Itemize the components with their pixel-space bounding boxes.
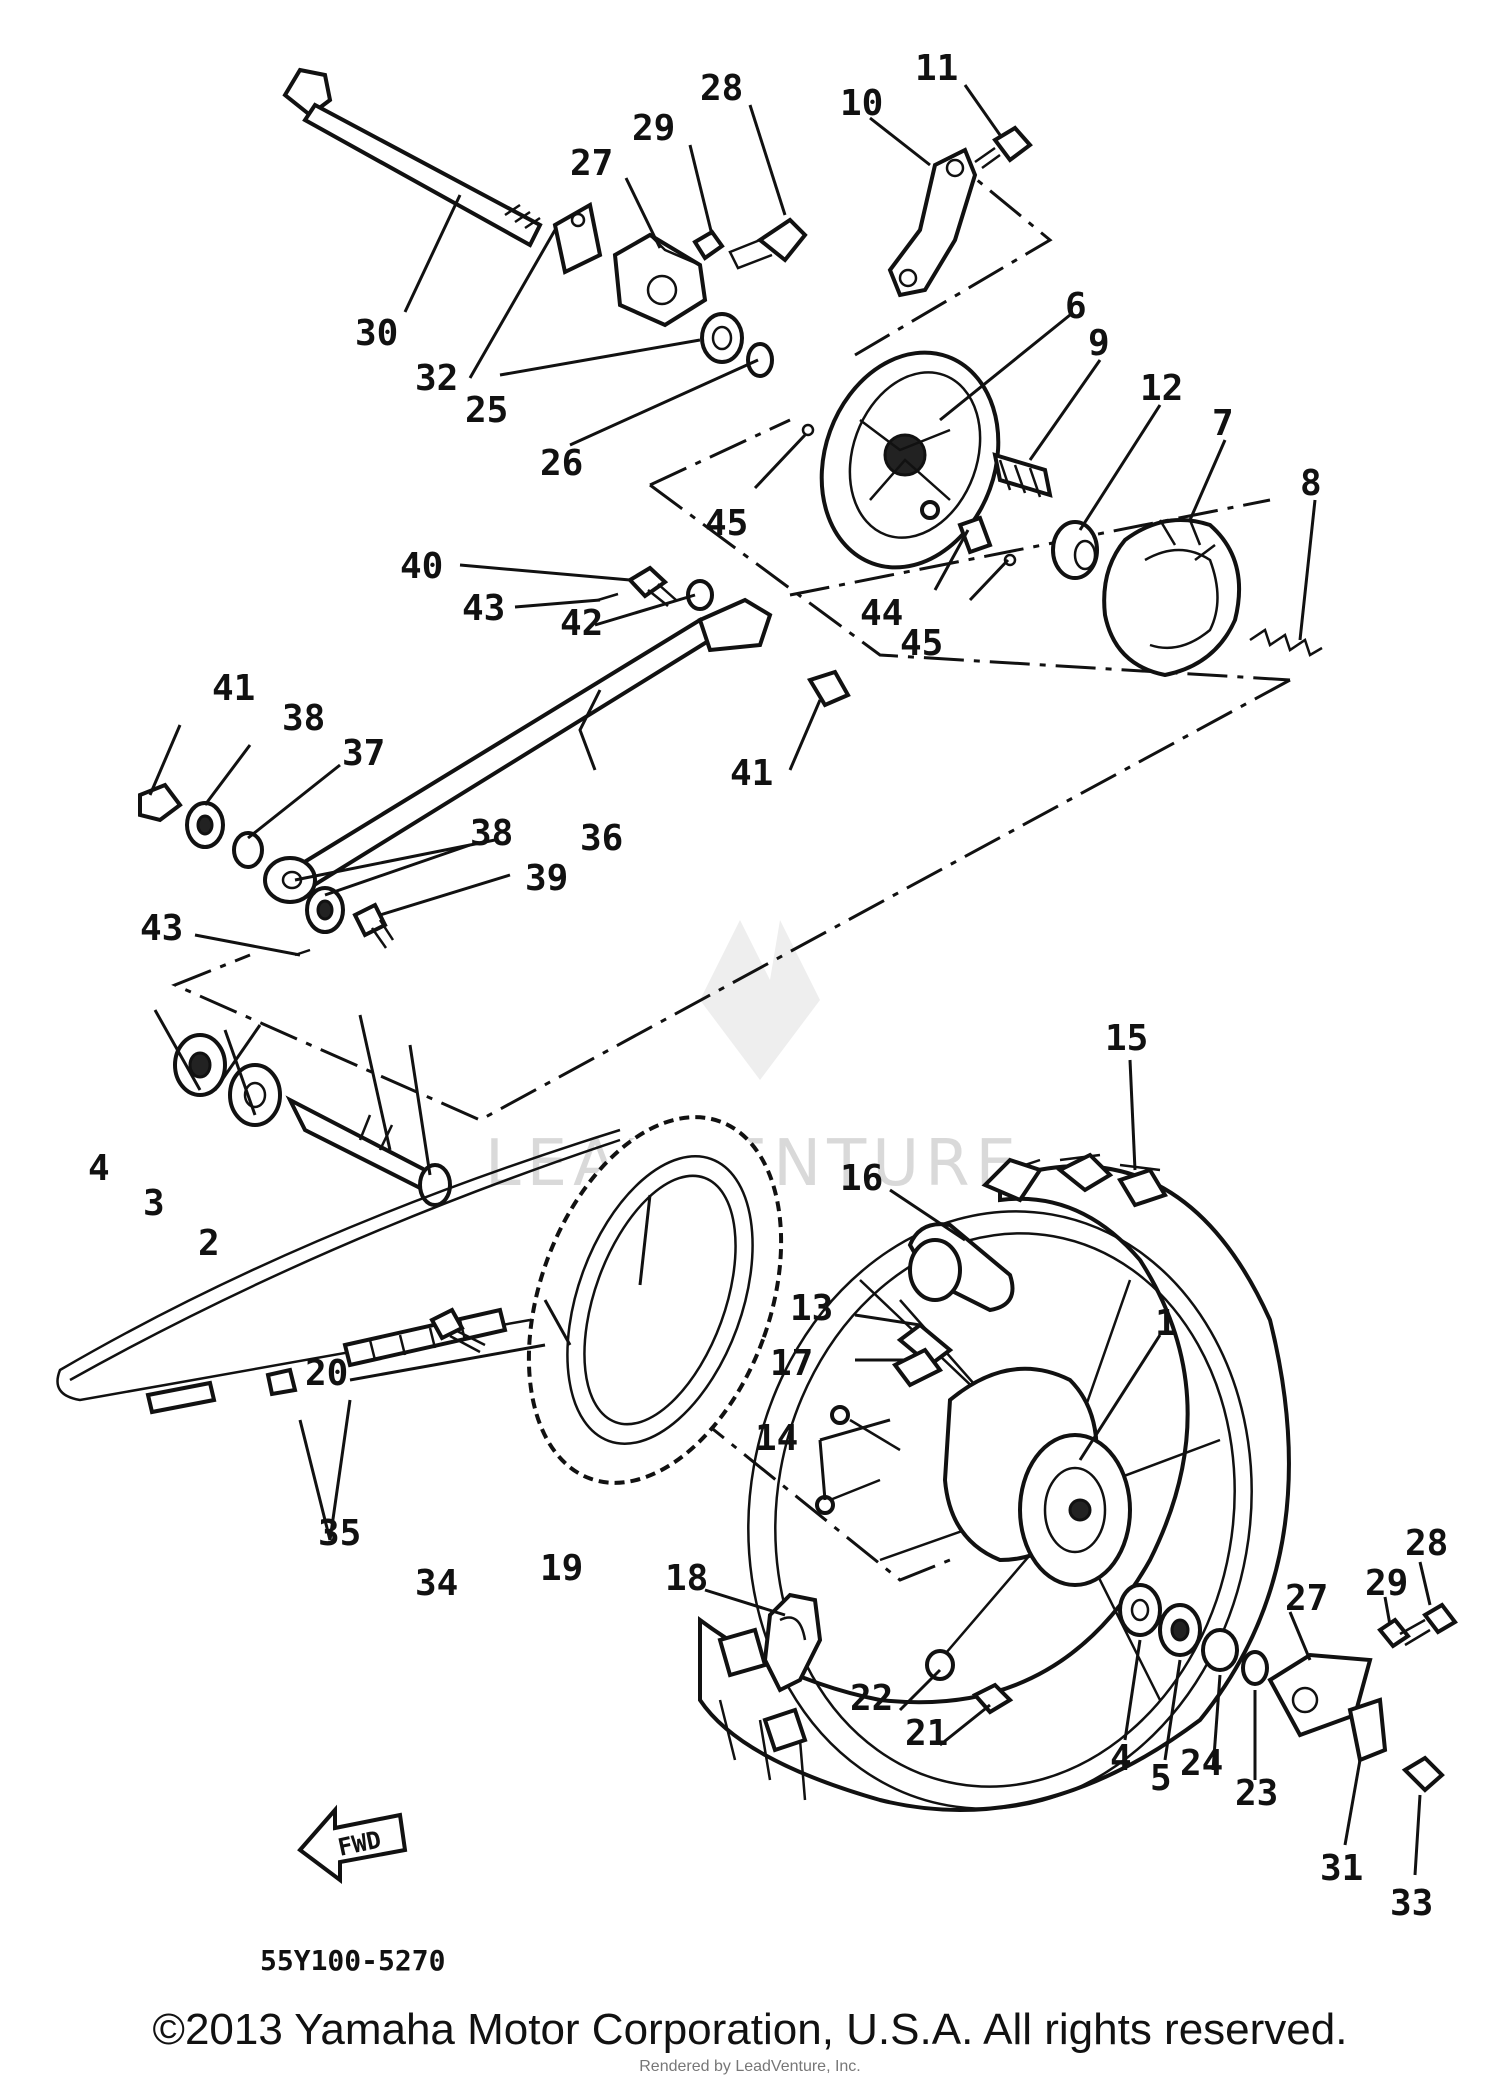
- callout-28: 28: [700, 68, 743, 109]
- callout-43-lower: 43: [140, 908, 183, 949]
- callout-45: 45: [705, 503, 748, 544]
- callout-21: 21: [905, 1713, 948, 1754]
- callout-36: 36: [580, 818, 623, 859]
- callout-27-right: 27: [1285, 1578, 1328, 1619]
- callout-2: 2: [198, 1223, 220, 1264]
- callout-22: 22: [850, 1678, 893, 1719]
- rear-axle: [282, 67, 543, 248]
- callout-4-right: 4: [1110, 1738, 1132, 1779]
- callout-29: 29: [632, 108, 675, 149]
- callouts: 1 2 3 4 4 5 6 7 8 9 10 11 12 13 14 15 16…: [88, 48, 1448, 1924]
- tension-bar-bolt-upper: [597, 565, 851, 708]
- oil-seal: [700, 312, 774, 378]
- rear-tire: [698, 1152, 1291, 1812]
- callout-11: 11: [915, 48, 958, 89]
- drawing-code: 55Y100-5270: [260, 1944, 445, 1977]
- callout-12: 12: [1140, 368, 1183, 409]
- callout-23: 23: [1235, 1773, 1278, 1814]
- callout-40: 40: [400, 546, 443, 587]
- rendered-by-notice: Rendered by LeadVenture, Inc.: [639, 2058, 861, 2075]
- callout-18: 18: [665, 1558, 708, 1599]
- callout-27: 27: [570, 143, 613, 184]
- callout-33: 33: [1390, 1883, 1433, 1924]
- callout-13: 13: [790, 1288, 833, 1329]
- callout-15: 15: [1105, 1018, 1148, 1059]
- callout-38-lower: 38: [470, 813, 513, 854]
- callout-28-right: 28: [1405, 1523, 1448, 1564]
- callout-29-right: 29: [1365, 1563, 1408, 1604]
- hub-bearings-left: [173, 1033, 452, 1207]
- callout-14: 14: [755, 1418, 798, 1459]
- shoe-pin: [801, 423, 1017, 567]
- leader-lines: [148, 84, 1432, 1876]
- callout-9: 9: [1088, 323, 1110, 364]
- callout-7: 7: [1212, 403, 1234, 444]
- callout-10: 10: [840, 83, 883, 124]
- axle-plate: [552, 201, 603, 275]
- callout-37: 37: [342, 733, 385, 774]
- callout-34: 34: [415, 1563, 458, 1604]
- rim-lock: [762, 1592, 1014, 1715]
- callout-6: 6: [1065, 286, 1087, 327]
- callout-4: 4: [88, 1148, 110, 1189]
- callout-5: 5: [1150, 1758, 1172, 1799]
- callout-30: 30: [355, 313, 398, 354]
- callout-43: 43: [462, 588, 505, 629]
- sprocket-bolt: [429, 1307, 486, 1354]
- callout-17: 17: [770, 1343, 813, 1384]
- rear-sprocket: [526, 1115, 784, 1485]
- callout-20: 20: [305, 1353, 348, 1394]
- callout-1: 1: [1155, 1303, 1177, 1344]
- copyright-notice: ©2013 Yamaha Motor Corporation, U.S.A. A…: [152, 2005, 1348, 2054]
- fwd-arrow: FWD: [297, 1804, 408, 1884]
- callout-44: 44: [860, 593, 903, 634]
- brake-shoe-plate: [819, 350, 1001, 570]
- hub-bearings-right: [1118, 1583, 1269, 1686]
- callout-35: 35: [318, 1513, 361, 1554]
- callout-31: 31: [1320, 1848, 1363, 1889]
- callout-8: 8: [1300, 463, 1322, 504]
- callout-42: 42: [560, 603, 603, 644]
- callout-16: 16: [840, 1158, 883, 1199]
- tube-and-valve: [891, 1222, 1015, 1388]
- callout-38: 38: [282, 698, 325, 739]
- adjust-bolt-upper: [692, 217, 808, 270]
- callout-19: 19: [540, 1548, 583, 1589]
- tension-bar: [263, 597, 773, 904]
- drive-chain: [56, 1128, 621, 1415]
- callout-26: 26: [540, 443, 583, 484]
- camshaft-lever: [887, 125, 1033, 298]
- rear-wheel: [747, 1210, 1253, 1810]
- callout-3: 3: [143, 1183, 165, 1224]
- callout-39: 39: [525, 858, 568, 899]
- callout-32: 32: [415, 358, 458, 399]
- chain-puller-upper: [612, 232, 708, 328]
- shoe-spring: [1249, 628, 1323, 657]
- brake-shoes: [1102, 518, 1242, 678]
- callout-25: 25: [465, 390, 508, 431]
- spoke-nipples: [815, 1405, 901, 1515]
- callout-41: 41: [212, 668, 255, 709]
- brake-camshaft: [992, 452, 1053, 498]
- callout-24: 24: [1180, 1743, 1223, 1784]
- callout-41-right: 41: [730, 753, 773, 794]
- camshaft-bushing: [1051, 520, 1099, 580]
- callout-45-lower: 45: [900, 623, 943, 664]
